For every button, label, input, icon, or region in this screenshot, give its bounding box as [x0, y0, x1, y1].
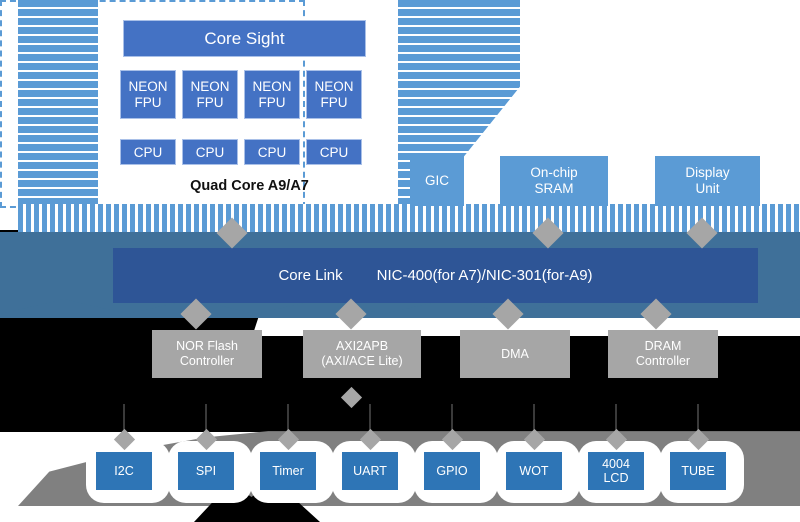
block-label-line1: NEON [252, 79, 292, 95]
connector-stem-3 [287, 404, 289, 434]
block-label-line2: FPU [258, 94, 286, 110]
controller-dma[interactable]: DMA [460, 330, 570, 378]
peripheral-i2c[interactable]: I2C [96, 452, 152, 490]
connector-stem-4 [369, 404, 371, 434]
block-label-line1: Timer [272, 463, 304, 478]
block-label-line1: Display [685, 164, 730, 180]
block-label-line2: FPU [196, 94, 224, 110]
connector-stem-1 [123, 404, 125, 434]
block-label-line1: NEON [190, 79, 230, 95]
block-label-line1: DMA [501, 346, 529, 361]
block-label-line1: NEON [128, 79, 168, 95]
connector-stem-7 [615, 404, 617, 434]
block-label-line1: GPIO [436, 463, 468, 478]
connector-stem-5 [451, 404, 453, 434]
peripheral-wot[interactable]: WOT [506, 452, 562, 490]
block-label-line2: LCD [603, 471, 629, 485]
block-label-line1: AXI2APB [335, 339, 389, 353]
connector-stem-6 [533, 404, 535, 434]
block-label-line1: On-chip [530, 164, 578, 180]
block-label-line1: NEON [314, 79, 354, 95]
block-label-line2: SRAM [534, 181, 574, 196]
peripheral-gpio[interactable]: GPIO [424, 452, 480, 490]
cpu-block-2[interactable]: CPU [182, 139, 238, 165]
controller-axi2apb[interactable]: AXI2APB(AXI/ACE Lite) [303, 330, 421, 378]
cpu-block-4[interactable]: CPU [306, 139, 362, 165]
peripheral-uart[interactable]: UART [342, 452, 398, 490]
block-label-line2: (AXI/ACE Lite) [321, 354, 403, 368]
connector-stem-8 [697, 404, 699, 434]
block-label-line2: FPU [134, 94, 162, 110]
cpu-block-1[interactable]: CPU [120, 139, 176, 165]
top-block-gic[interactable]: GIC [410, 156, 464, 206]
block-label-line1: 4004 [602, 456, 630, 471]
core-link-bar[interactable]: Core Link NIC-400(for A7)/NIC-301(for-A9… [113, 248, 758, 303]
stripe-panel-left [18, 0, 98, 232]
block-label-line1: WOT [519, 463, 549, 478]
block-label-line2: Controller [635, 354, 691, 368]
peripheral-spi[interactable]: SPI [178, 452, 234, 490]
block-label-line1: GIC [424, 172, 449, 188]
peripheral-tube[interactable]: TUBE [670, 452, 726, 490]
cpu-block-3[interactable]: CPU [244, 139, 300, 165]
block-label-line1: SPI [195, 463, 217, 478]
block-label-line2: Unit [695, 181, 720, 196]
block-label-line1: NOR Flash [176, 339, 238, 353]
connector-stem-2 [205, 404, 207, 434]
block-label-line1: I2C [114, 463, 134, 478]
block-label-line1: UART [353, 463, 387, 478]
peripheral-timer[interactable]: Timer [260, 452, 316, 490]
block-label-line1: TUBE [681, 463, 715, 478]
core-link-spec: NIC-400(for A7)/NIC-301(for-A9) [376, 267, 593, 284]
quad-core-label: Quad Core A9/A7 [190, 178, 309, 194]
block-label-line1: DRAM [644, 339, 682, 353]
core-link-name: Core Link [278, 267, 343, 284]
stripe-band-vertical [18, 204, 800, 232]
block-label-line2: FPU [320, 94, 348, 110]
block-label-line2: Controller [179, 354, 235, 368]
core-sight-block[interactable]: Core Sight [123, 20, 366, 57]
